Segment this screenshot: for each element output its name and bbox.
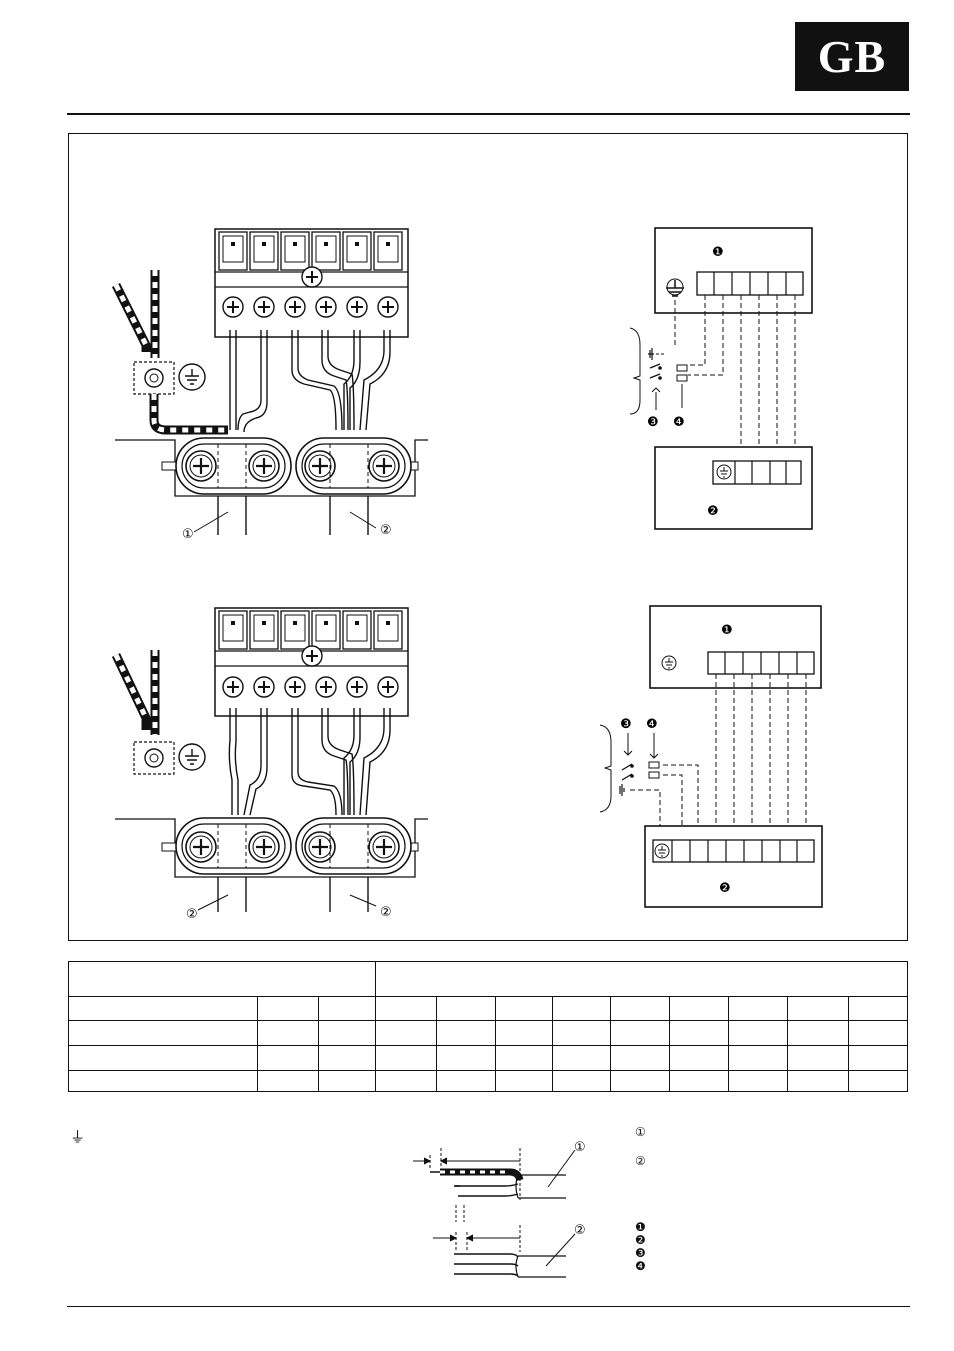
table-cell	[610, 996, 670, 1021]
callout-cable-b-bottom: ②	[380, 905, 392, 920]
table-cell	[668, 996, 729, 1021]
table-cell	[317, 1045, 377, 1071]
marker-4-bottom: ❹	[646, 717, 658, 732]
table-cell	[787, 1070, 850, 1092]
wire-strip-diagram	[413, 1148, 576, 1278]
table-cell	[848, 1045, 908, 1071]
table-cell	[668, 1045, 729, 1071]
table-cell	[848, 1070, 908, 1092]
table-cell	[67, 1070, 259, 1092]
table-row	[67, 1020, 908, 1046]
table-cell	[435, 996, 496, 1021]
table-cell	[787, 996, 850, 1021]
wires-bottom	[228, 708, 391, 816]
marker-3-bottom: ❸	[620, 717, 632, 732]
legend-item-2: ②	[635, 1154, 646, 1168]
language-badge: GB	[795, 22, 909, 91]
legend-marker-4: ❹	[635, 1259, 646, 1273]
cable-clamps-top	[115, 437, 428, 535]
table-cell	[375, 961, 908, 997]
earth-symbol-note: ⏚	[70, 1128, 86, 1146]
table-cell	[848, 1020, 908, 1046]
table-cell	[552, 1045, 612, 1071]
table-cell	[435, 1070, 496, 1092]
terminal-block-bottom	[214, 607, 409, 717]
footer-rule	[67, 1306, 910, 1307]
table-cell	[435, 1020, 496, 1046]
table-cell	[494, 1020, 554, 1046]
table-cell	[552, 1020, 612, 1046]
table-cell	[257, 1020, 319, 1046]
legend-marker-1: ❶	[635, 1220, 646, 1234]
schematic-top	[629, 227, 813, 530]
table-cell	[727, 1070, 789, 1092]
terminal-block-top	[214, 228, 409, 338]
table-cell	[494, 996, 554, 1021]
marker-2-top: ❷	[707, 504, 719, 519]
strip-callout-2: ②	[574, 1223, 586, 1238]
table-cell	[727, 1020, 789, 1046]
table-cell	[787, 1045, 850, 1071]
earth-cable-bottom	[111, 650, 206, 775]
table-cell	[727, 1045, 789, 1071]
table-cell	[610, 1045, 670, 1071]
wiring-diagram-frame	[68, 133, 908, 941]
table-cell	[668, 1070, 729, 1092]
schematic-bottom	[599, 605, 823, 908]
table-cell	[610, 1020, 670, 1046]
table-cell	[257, 1070, 319, 1092]
marker-3-top: ❸	[647, 415, 659, 430]
strip-callout-1: ①	[574, 1140, 586, 1155]
table-cell	[257, 996, 319, 1021]
table-cell	[375, 1070, 437, 1092]
legend-item-1: ①	[635, 1125, 646, 1139]
header-rule	[67, 113, 910, 115]
callout-cable-2-top: ②	[380, 523, 392, 538]
table-cell	[375, 1020, 437, 1046]
table-row	[67, 1070, 908, 1092]
table-cell	[787, 1020, 850, 1046]
table-cell	[317, 996, 377, 1021]
table-cell	[435, 1045, 496, 1071]
table-cell	[727, 996, 789, 1021]
table-row	[67, 996, 908, 1021]
earth-cable-top	[111, 270, 228, 435]
table-cell	[668, 1020, 729, 1046]
table-cell	[67, 996, 259, 1021]
table-cell	[494, 1070, 554, 1092]
table-row	[67, 1045, 908, 1071]
legend-marker-3: ❸	[635, 1246, 646, 1260]
table-cell	[317, 1070, 377, 1092]
spec-table	[67, 961, 908, 1092]
table-cell	[317, 1020, 377, 1046]
table-cell	[610, 1070, 670, 1092]
marker-1-bottom: ❶	[721, 623, 733, 638]
marker-2-bottom: ❷	[719, 881, 731, 896]
table-cell	[257, 1045, 319, 1071]
callout-cable-a-bottom: ②	[186, 907, 198, 922]
table-cell	[552, 996, 612, 1021]
table-cell	[848, 996, 908, 1021]
callout-cable-1-top: ①	[182, 527, 194, 542]
table-cell	[375, 1045, 437, 1071]
wires-top	[229, 330, 391, 433]
table-cell	[375, 996, 437, 1021]
table-cell	[67, 961, 377, 997]
table-cell	[552, 1070, 612, 1092]
table-cell	[494, 1045, 554, 1071]
table-row	[67, 961, 908, 997]
marker-1-top: ❶	[712, 245, 724, 260]
cable-clamps-bottom	[115, 817, 428, 912]
marker-4-top: ❹	[673, 415, 685, 430]
table-cell	[67, 1020, 259, 1046]
table-cell	[67, 1045, 259, 1071]
legend-marker-2: ❷	[635, 1233, 646, 1247]
